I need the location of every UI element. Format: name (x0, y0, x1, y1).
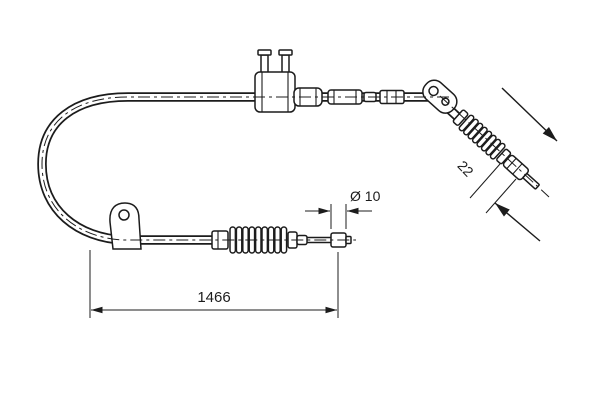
spring-coil (476, 130, 493, 148)
spring-coil (485, 138, 502, 156)
lower-end-assembly (211, 226, 352, 254)
motion-arrow-down-right (501, 87, 558, 142)
bracket-plate (254, 71, 296, 113)
dim-label-end-diameter: Ø 10 (350, 188, 381, 204)
cable-body (37, 92, 466, 245)
lower-mounting-bracket (109, 202, 142, 250)
dim-label-end-length: 22 (454, 157, 476, 179)
stud-flange-left (257, 49, 272, 56)
stud-bolt-right (281, 54, 290, 74)
dimension-overall-length: 1466 (89, 250, 339, 318)
lower-bracket-hole (118, 209, 130, 221)
spring-coil (463, 118, 479, 136)
spring-coil (471, 126, 488, 144)
spring-coil (467, 122, 484, 140)
spring-coil (480, 134, 497, 152)
lower-bracket-plate (109, 202, 142, 250)
spring-end-cap (496, 148, 512, 165)
angled-end-assembly (452, 109, 540, 190)
cable-tube-fill (39, 94, 433, 243)
dim-label-overall-length: 1466 (197, 289, 230, 306)
motion-arrows (494, 87, 558, 242)
spring-coil (458, 114, 475, 132)
centerlines (41, 95, 550, 241)
angled-centerline (439, 95, 550, 198)
stud-flange-right (278, 49, 293, 56)
bracket-plate-detail (261, 72, 289, 112)
stud-bolt-left (260, 54, 269, 74)
compression-spring (458, 114, 506, 160)
upper-mounting-bracket (254, 49, 296, 113)
cable-tube-outline (37, 92, 433, 245)
end-ferrule-detail (506, 157, 523, 175)
motion-arrow-up-left (494, 202, 541, 242)
eyelet-hole-large (428, 85, 439, 97)
spring-start-cap (452, 109, 469, 126)
dimension-end-diameter: Ø 10 (305, 188, 381, 229)
angled-extension-a (469, 163, 501, 199)
bellows-boot (229, 226, 288, 254)
angled-extension-b (485, 178, 517, 214)
spring-coil (489, 142, 506, 160)
main-centerline (41, 96, 449, 241)
